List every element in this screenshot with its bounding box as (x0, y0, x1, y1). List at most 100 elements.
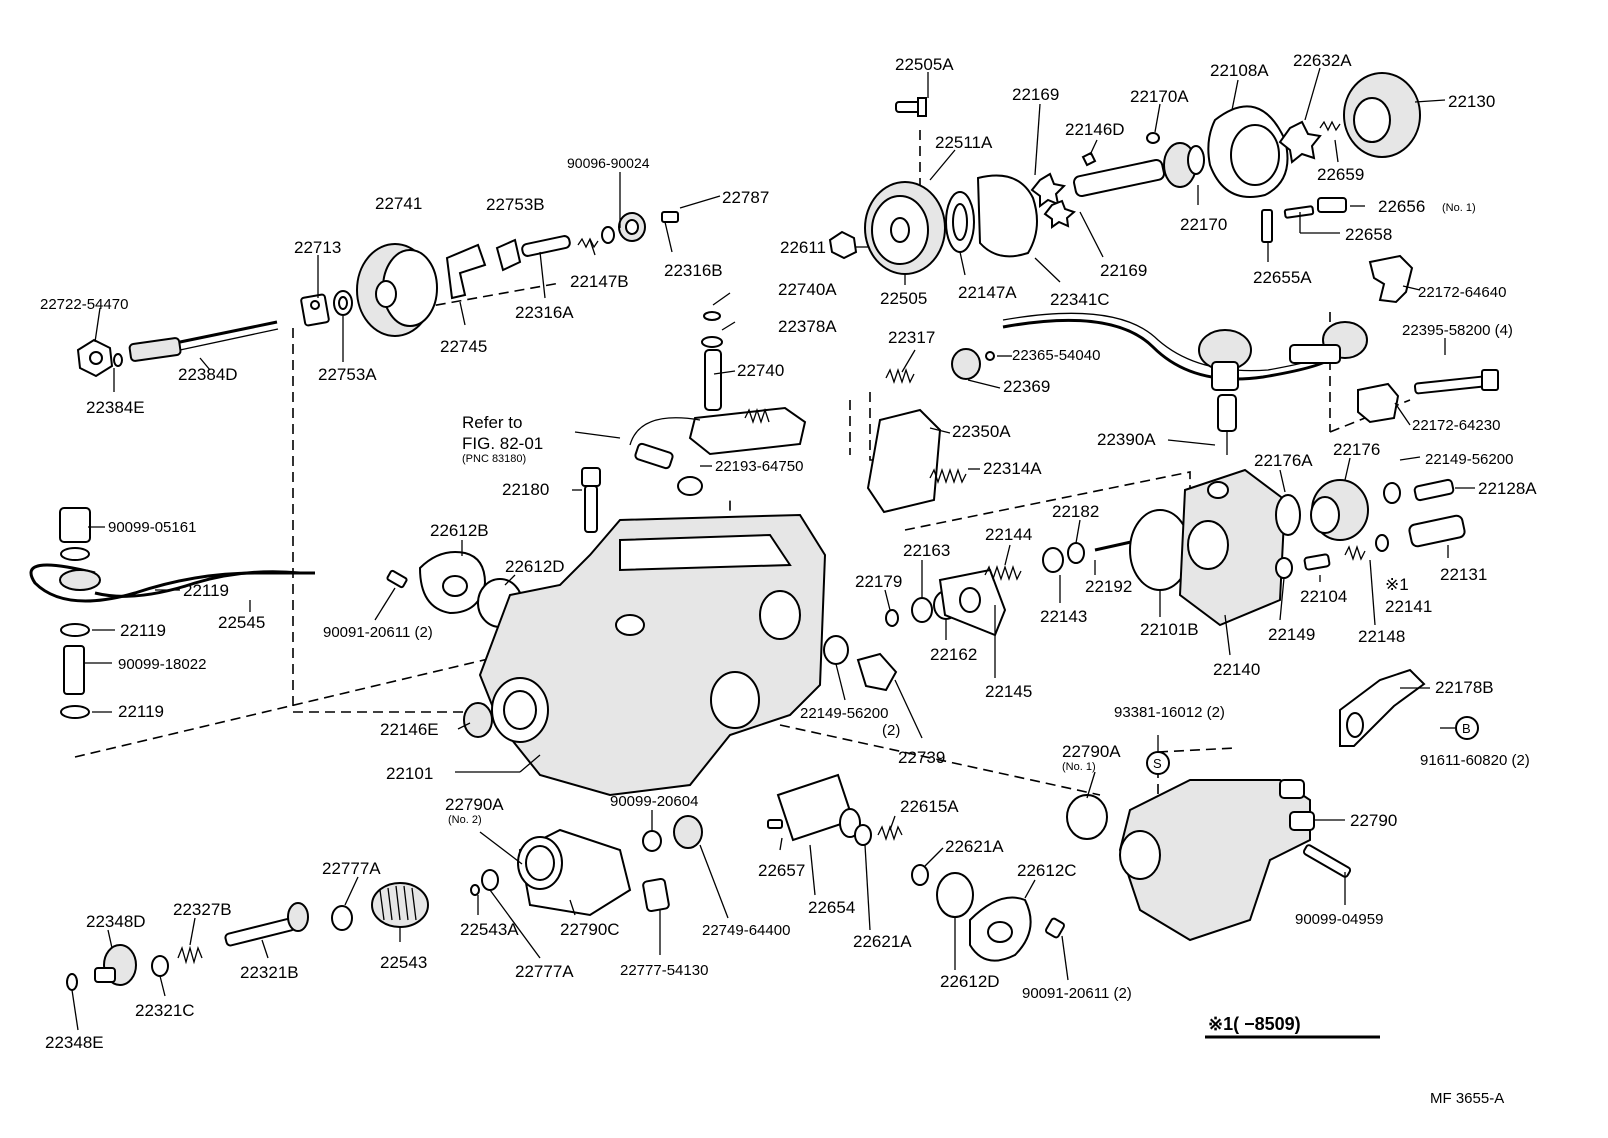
label-22378a: 22378A (778, 317, 837, 336)
label-22131: 22131 (1440, 565, 1487, 584)
label-22615a: 22615A (900, 797, 959, 816)
label-22170: 22170 (1180, 215, 1227, 234)
label-22172-64230: 22172-64230 (1412, 417, 1500, 434)
label-22612d-bottom: 22612D (940, 972, 1000, 991)
part-number-labels: 22505A 22169 22170A 22108A 22632A 22130 … (40, 51, 1537, 1107)
label-22149-56200-qty: (2) (882, 722, 900, 739)
label-91611-60820: 91611-60820 (2) (1420, 752, 1530, 769)
label-22119-c: 22119 (118, 702, 164, 721)
leader-lines (71, 67, 1475, 1039)
label-22790a-no2-note: (No. 2) (448, 814, 482, 826)
label-22128a: 22128A (1478, 479, 1537, 498)
label-22384e: 22384E (86, 398, 145, 417)
label-93381-16012: 93381-16012 (2) (1114, 704, 1225, 721)
label-22348d: 22348D (86, 912, 146, 931)
label-90099-05161: 90099-05161 (108, 519, 196, 536)
label-22119-a: 22119 (183, 581, 229, 600)
label-22655a: 22655A (1253, 268, 1312, 287)
label-22658: 22658 (1345, 225, 1392, 244)
label-22545: 22545 (218, 613, 265, 632)
label-22321b: 22321B (240, 963, 299, 982)
label-22612d-top: 22612D (505, 557, 565, 576)
label-22140: 22140 (1213, 660, 1260, 679)
label-22753b: 22753B (486, 195, 545, 214)
label-22745: 22745 (440, 337, 487, 356)
label-22505: 22505 (880, 289, 927, 308)
label-22101b: 22101B (1140, 620, 1199, 639)
label-22182: 22182 (1052, 502, 1099, 521)
marker-s-circle (1146, 751, 1170, 775)
label-22790a-no2: 22790A (445, 795, 504, 814)
label-22119-b: 22119 (120, 621, 166, 640)
label-22348e: 22348E (45, 1033, 104, 1052)
label-22511a: 22511A (935, 133, 993, 152)
label-22169-top: 22169 (1012, 85, 1059, 104)
label-22777-54130: 22777-54130 (620, 962, 708, 979)
label-22169-bottom: 22169 (1100, 261, 1147, 280)
label-22505a: 22505A (895, 55, 954, 74)
label-22316b: 22316B (664, 261, 723, 280)
label-22193-64750: 22193-64750 (715, 458, 803, 475)
label-22192: 22192 (1085, 577, 1132, 596)
gear-22741 (356, 243, 438, 337)
label-22753a: 22753A (318, 365, 377, 384)
label-marker-b: B (1462, 721, 1471, 736)
label-22341c: 22341C (1050, 290, 1110, 309)
label-22147a: 22147A (958, 283, 1017, 302)
label-90091-20611-top: 90091-20611 (2) (323, 624, 433, 641)
label-22145: 22145 (985, 682, 1032, 701)
label-22179: 22179 (855, 572, 902, 591)
label-22777a-top: 22777A (322, 859, 381, 878)
label-22790: 22790 (1350, 811, 1397, 830)
label-22790a-no1: 22790A (1062, 742, 1121, 761)
label-22314a: 22314A (983, 459, 1042, 478)
label-22656-no1: (No. 1) (1442, 202, 1476, 214)
label-22787: 22787 (722, 188, 769, 207)
label-22108a: 22108A (1210, 61, 1269, 80)
label-22141: 22141 (1385, 597, 1432, 616)
label-22543: 22543 (380, 953, 427, 972)
label-22321c: 22321C (135, 1001, 195, 1020)
label-90096-90024: 90096-90024 (567, 155, 650, 171)
label-22162: 22162 (930, 645, 977, 664)
label-22740a: 22740A (778, 280, 837, 299)
label-22790a-no1-note: (No. 1) (1062, 761, 1096, 773)
label-22659: 22659 (1317, 165, 1364, 184)
label-22170a: 22170A (1130, 87, 1189, 106)
label-22395-58200: 22395-58200 (4) (1402, 322, 1513, 339)
label-22180: 22180 (502, 480, 549, 499)
label-22316a: 22316A (515, 303, 574, 322)
label-22148: 22148 (1358, 627, 1405, 646)
circled-markers (1146, 716, 1479, 775)
label-22621a-top: 22621A (945, 837, 1004, 856)
label-22146e: 22146E (380, 720, 439, 739)
label-22350a: 22350A (952, 422, 1011, 441)
label-22777a-bottom: 22777A (515, 962, 574, 981)
label-22176a: 22176A (1254, 451, 1313, 470)
label-22104: 22104 (1300, 587, 1347, 606)
label-22657: 22657 (758, 861, 805, 880)
label-22149-56200-top: 22149-56200 (1425, 451, 1513, 468)
label-22369: 22369 (1003, 377, 1050, 396)
label-22740: 22740 (737, 361, 784, 380)
label-22130: 22130 (1448, 92, 1495, 111)
shaft-22170 (1073, 142, 1205, 198)
label-note-ref-1: ※1 (1385, 575, 1409, 594)
part-drawings (29, 72, 1499, 991)
label-22101: 22101 (386, 764, 433, 783)
label-22146d: 22146D (1065, 120, 1125, 139)
label-22384d: 22384D (178, 365, 238, 384)
label-22621a-bottom: 22621A (853, 932, 912, 951)
label-22656: 22656 (1378, 197, 1425, 216)
label-22172-64640: 22172-64640 (1418, 284, 1506, 301)
label-22790c: 22790C (560, 920, 620, 939)
label-22632a: 22632A (1293, 51, 1352, 70)
label-marker-s: S (1153, 756, 1162, 771)
label-refer-to: Refer to (462, 413, 522, 432)
label-22149-56200-bottom: 22149-56200 (800, 705, 888, 722)
label-22739: 22739 (898, 748, 945, 767)
label-note-range: ※1( −8509) (1208, 1014, 1301, 1034)
label-90099-04959: 90099-04959 (1295, 911, 1383, 928)
label-refer-pnc: (PNC 83180) (462, 453, 526, 465)
